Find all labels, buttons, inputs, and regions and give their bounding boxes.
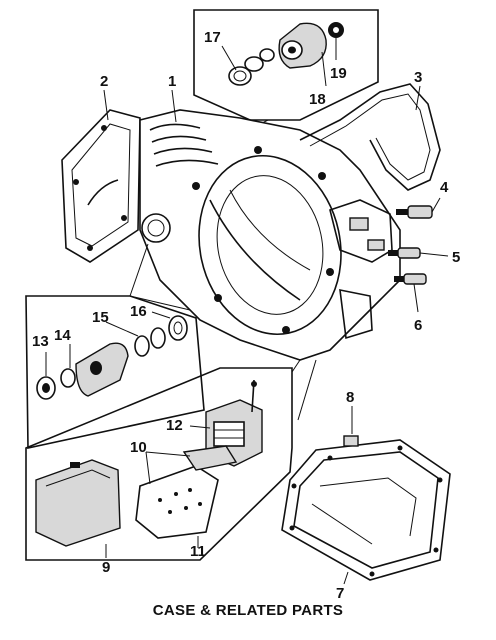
filter-part — [35, 459, 121, 547]
callout-11: 11 — [190, 543, 206, 560]
transmission-case — [61, 109, 401, 361]
bushing-part — [328, 22, 344, 38]
pressure-switch-part — [388, 247, 449, 259]
callout-9: 9 — [102, 559, 110, 576]
oil-pan-part — [281, 439, 451, 581]
callout-10: 10 — [130, 439, 147, 456]
callout-19: 19 — [330, 65, 347, 82]
callout-6: 6 — [414, 317, 422, 334]
temp-sensor-part — [394, 273, 427, 313]
extension-housing-part — [278, 22, 327, 69]
callout-14: 14 — [54, 327, 71, 344]
ring-parts — [134, 315, 188, 357]
bearing-part — [36, 376, 56, 400]
screen-part — [182, 445, 238, 471]
output-shaft-part — [60, 342, 129, 397]
callout-15: 15 — [92, 309, 109, 326]
drain-plug-part — [343, 406, 359, 447]
callout-8: 8 — [346, 389, 354, 406]
callout-17: 17 — [204, 29, 221, 46]
callout-5: 5 — [452, 249, 460, 266]
separator-plate-part — [135, 465, 219, 539]
diagram-caption: CASE & RELATED PARTS — [152, 602, 344, 619]
callout-16: 16 — [130, 303, 147, 320]
callout-18: 18 — [309, 91, 326, 108]
callout-3: 3 — [414, 69, 422, 86]
inset-seal-assembly — [193, 9, 379, 146]
callout-1: 1 — [168, 73, 176, 90]
side-cover-part — [61, 109, 141, 263]
inset-output-shaft — [25, 243, 205, 449]
callout-4: 4 — [440, 179, 449, 196]
seal-ring-part — [228, 48, 275, 86]
speed-sensor-part — [396, 197, 441, 219]
gasket-part — [299, 83, 441, 191]
callout-13: 13 — [32, 333, 49, 350]
callout-12: 12 — [166, 417, 183, 434]
callout-7: 7 — [336, 585, 344, 602]
sensor-parts — [388, 197, 449, 313]
callout-2: 2 — [100, 73, 108, 90]
inset-valve-body — [25, 359, 301, 561]
